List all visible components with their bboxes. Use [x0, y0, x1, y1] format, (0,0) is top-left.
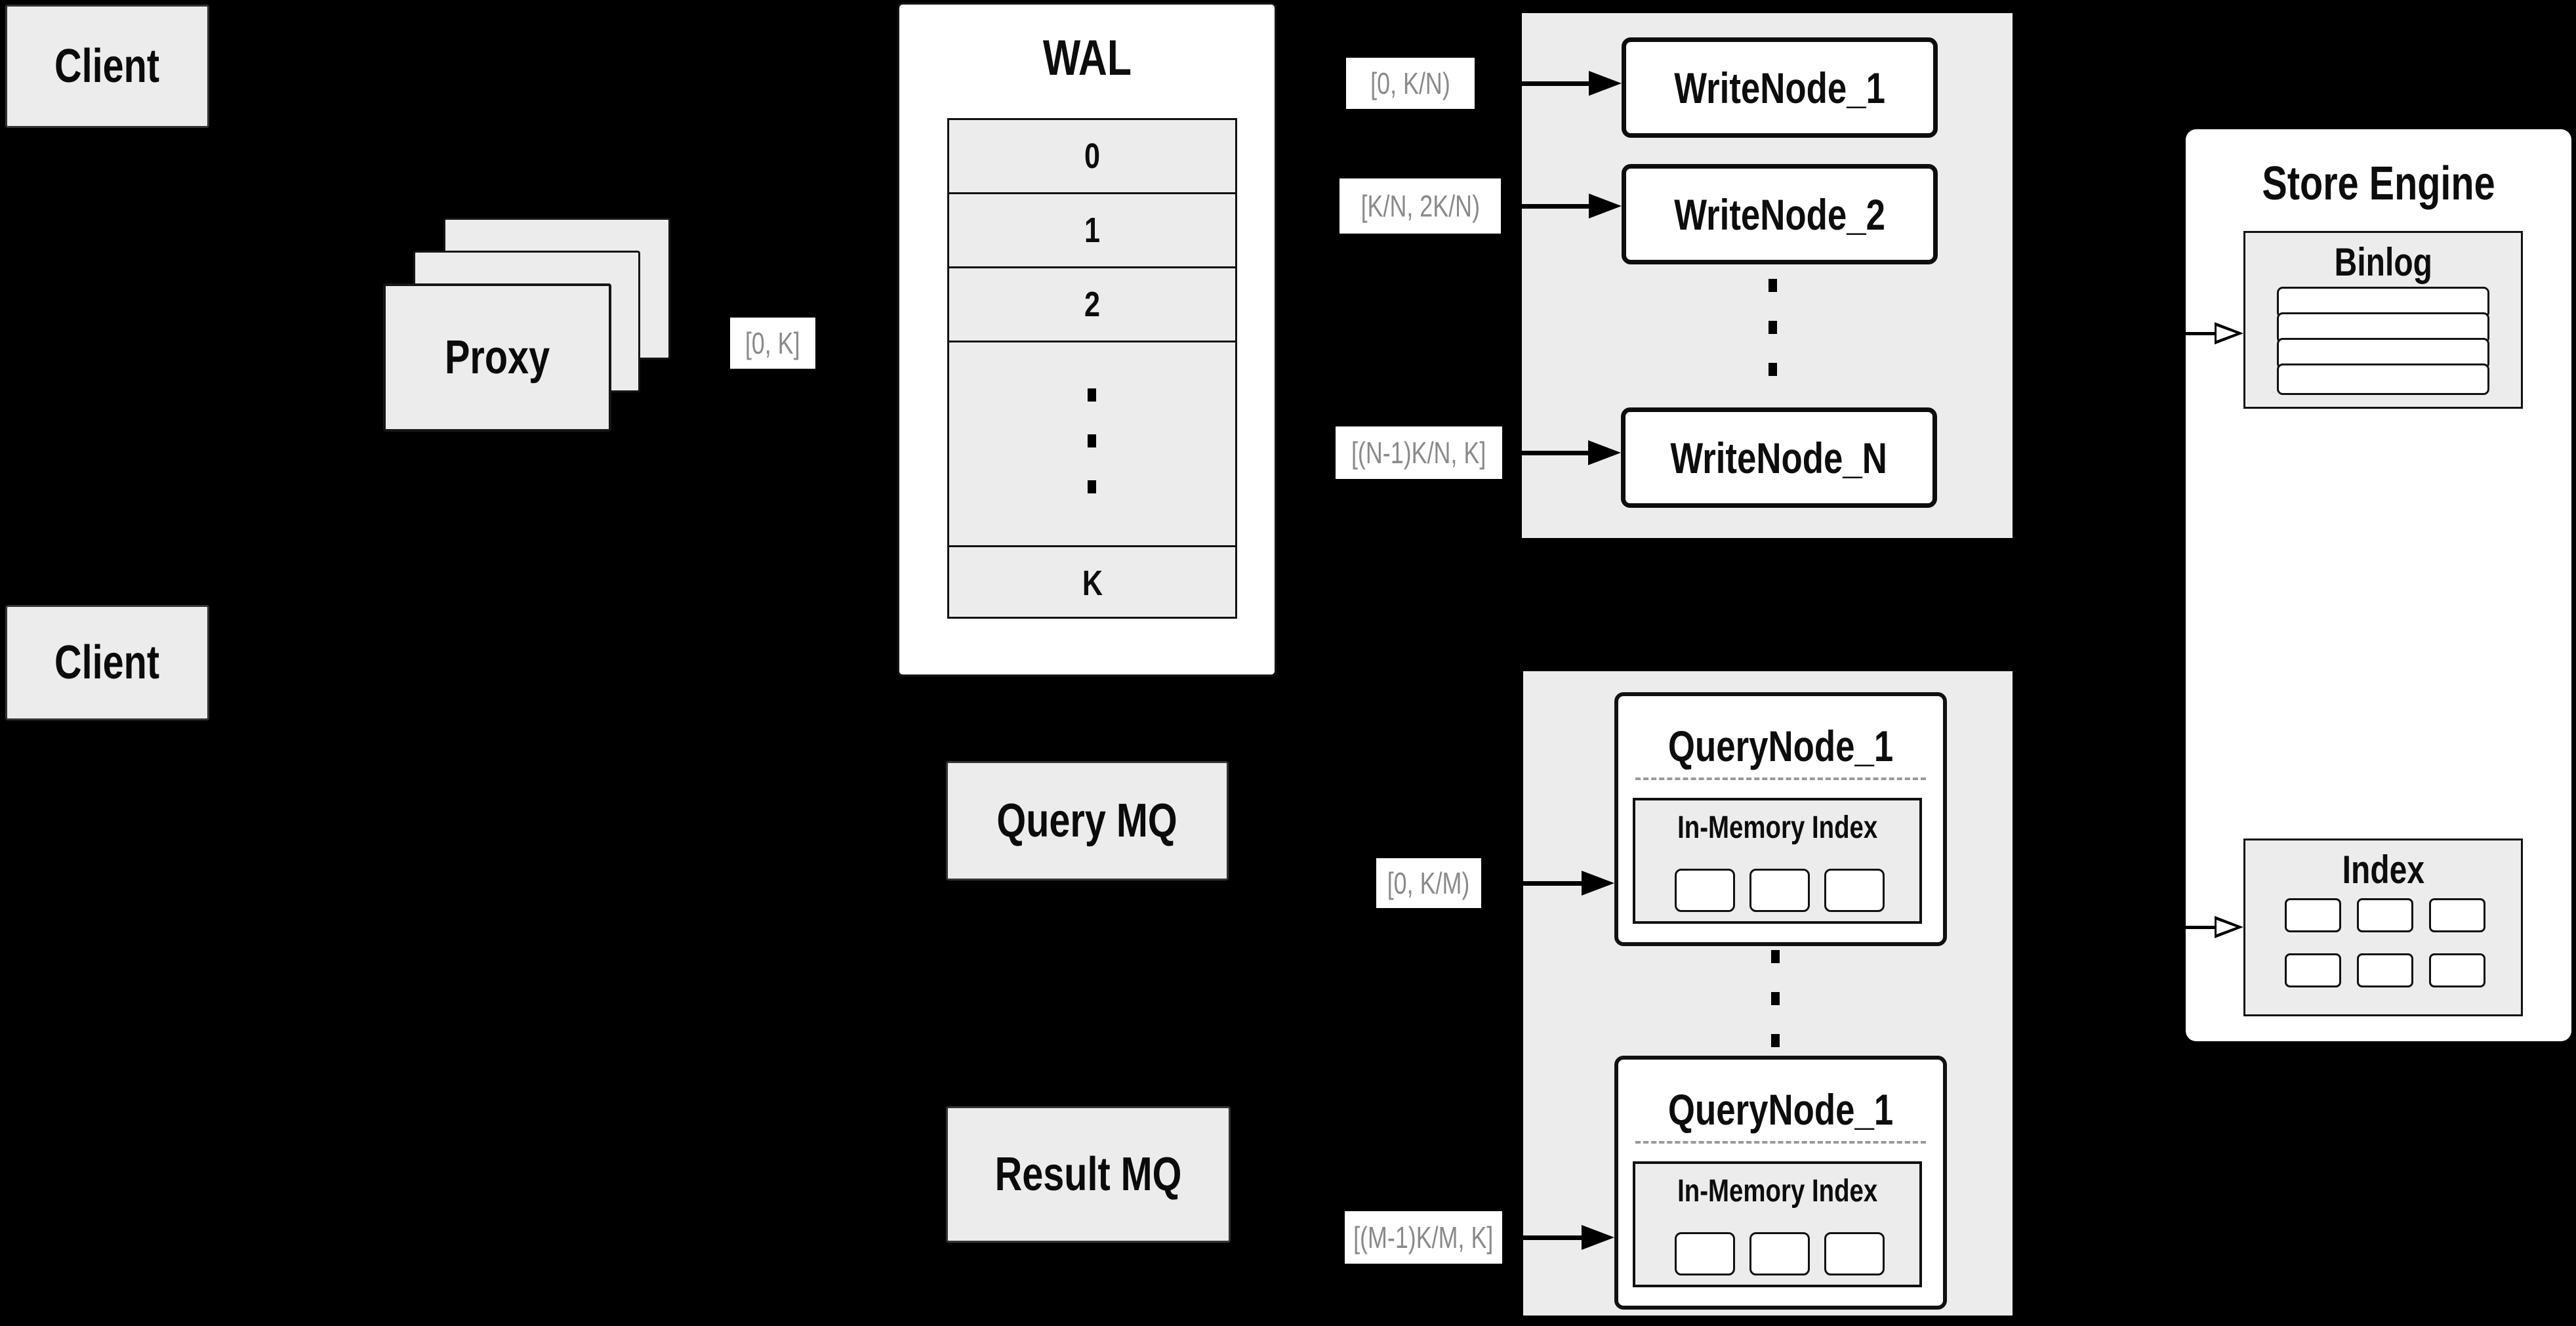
- range-label-writenode-1: [0, K/N): [1346, 58, 1475, 109]
- writenode-1-label: WriteNode_1: [1674, 63, 1885, 112]
- in-memory-segment: [1824, 1232, 1885, 1275]
- wal-segment-ellipsis: [949, 342, 1235, 547]
- store-engine-title: Store Engine: [2262, 157, 2495, 210]
- wal-box: WAL 0 1 2 K: [897, 3, 1277, 676]
- querynode-1-divider: [1635, 777, 1926, 780]
- writenode-n-box: WriteNode_N: [1621, 407, 1937, 508]
- range-label-writenode-2: [K/N, 2K/N): [1339, 178, 1501, 234]
- binlog-row: [2277, 363, 2489, 395]
- wal-segment-1: 1: [949, 194, 1235, 268]
- query-mq-label: Query MQ: [996, 795, 1178, 847]
- result-mq-box: Result MQ: [946, 1106, 1231, 1243]
- ellipsis-dot: [1768, 363, 1777, 376]
- ellipsis-dot: [1768, 321, 1777, 334]
- ellipsis-dot: [1771, 1034, 1780, 1047]
- client-top-label: Client: [54, 40, 160, 93]
- ellipsis-dot: [1088, 388, 1096, 402]
- querynode-1-box: QueryNode_1 In-Memory Index: [1614, 692, 1947, 946]
- index-cell: [2429, 953, 2485, 987]
- ellipsis-dot: [1771, 992, 1780, 1005]
- writenode-1-box: WriteNode_1: [1622, 37, 1938, 138]
- range-label-0-k: [0, K]: [730, 318, 815, 369]
- in-memory-index-box-2: In-Memory Index: [1633, 1161, 1922, 1287]
- in-memory-index-title-2: In-Memory Index: [1677, 1174, 1878, 1209]
- wal-segment-k: K: [1082, 563, 1103, 603]
- binlog-box: Binlog: [2243, 231, 2523, 409]
- ellipsis-dot: [1088, 480, 1096, 493]
- in-memory-segment: [1824, 869, 1885, 912]
- writenode-2-box: WriteNode_2: [1622, 164, 1938, 264]
- wal-title: WAL: [1042, 30, 1132, 86]
- querynode-2-title: QueryNode_1: [1667, 1085, 1894, 1134]
- in-memory-segment: [1675, 1232, 1735, 1275]
- writenode-2-label: WriteNode_2: [1674, 190, 1885, 239]
- index-cell: [2357, 953, 2413, 987]
- in-memory-segment: [1749, 869, 1810, 912]
- proxy-label: Proxy: [444, 331, 550, 384]
- index-cell: [2285, 953, 2341, 987]
- in-memory-index-box: In-Memory Index: [1633, 798, 1922, 924]
- in-memory-index-title: In-Memory Index: [1677, 810, 1878, 845]
- range-label-querynode-2: [(M-1)K/M, K]: [1345, 1211, 1502, 1264]
- in-memory-segment: [1749, 1232, 1810, 1275]
- client-box-top: Client: [5, 5, 209, 128]
- writenodes-ellipsis: [1768, 279, 1778, 377]
- in-memory-segment: [1675, 869, 1735, 912]
- result-mq-label: Result MQ: [994, 1148, 1182, 1201]
- wal-segment-table: 0 1 2 K: [947, 118, 1237, 619]
- index-title: Index: [2342, 848, 2424, 892]
- query-mq-box: Query MQ: [946, 761, 1229, 881]
- wal-segment-2: 2: [949, 268, 1235, 342]
- index-cell: [2429, 898, 2485, 932]
- store-engine-box: Store Engine Binlog Index: [2186, 129, 2571, 1041]
- client-box-bottom: Client: [5, 605, 209, 720]
- index-cell: [2357, 898, 2413, 932]
- client-bottom-label: Client: [54, 636, 160, 689]
- range-label-querynode-1: [0, K/M): [1376, 858, 1481, 908]
- querynodes-ellipsis: [1771, 950, 1780, 1048]
- binlog-title: Binlog: [2334, 240, 2432, 284]
- querynode-2-box: QueryNode_1 In-Memory Index: [1614, 1056, 1947, 1310]
- ellipsis-dot: [1768, 279, 1777, 292]
- wal-segment-0: 0: [949, 120, 1235, 194]
- ellipsis-dot: [1088, 434, 1096, 447]
- ellipsis-dot: [1771, 950, 1780, 963]
- querynode-2-divider: [1635, 1141, 1926, 1144]
- querynode-1-title: QueryNode_1: [1667, 722, 1894, 770]
- index-box: Index: [2243, 839, 2523, 1016]
- index-cell: [2285, 898, 2341, 932]
- proxy-box: Proxy: [383, 283, 611, 432]
- range-label-writenode-n: [(N-1)K/N, K]: [1336, 426, 1502, 479]
- writenode-n-label: WriteNode_N: [1670, 433, 1888, 482]
